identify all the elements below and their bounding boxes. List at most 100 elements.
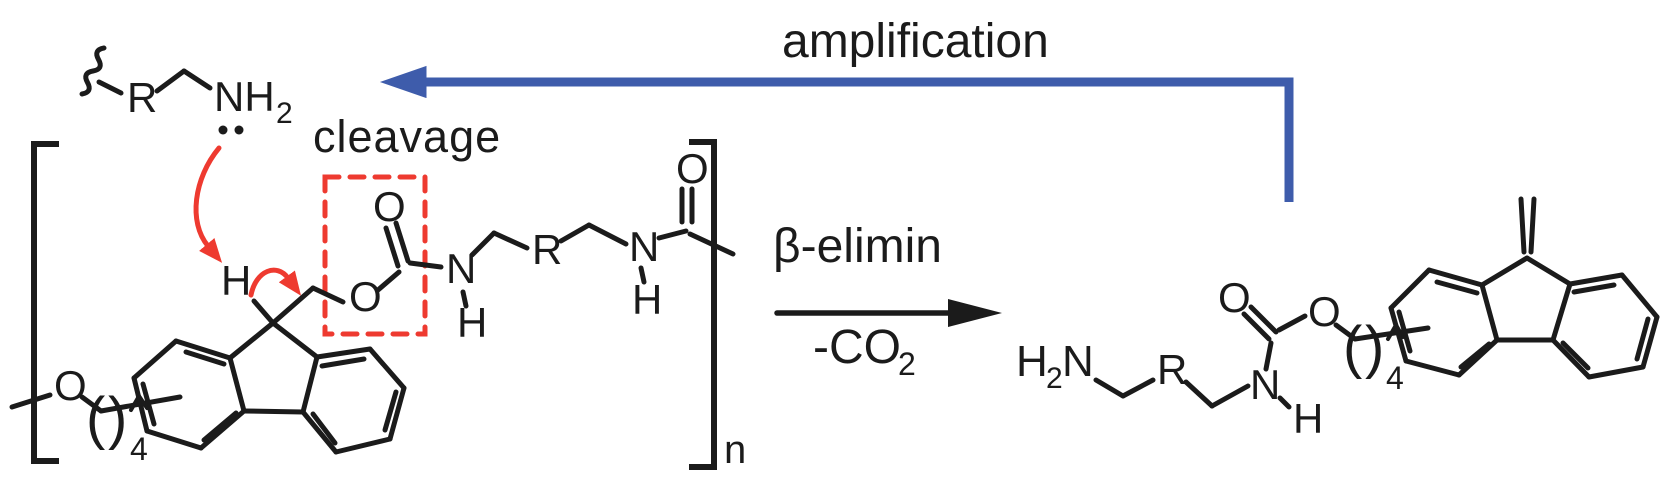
bond	[227, 320, 276, 361]
bond-bracket-crossing	[687, 231, 736, 257]
bond	[367, 346, 407, 391]
reaction-arrowhead	[948, 299, 1002, 327]
backbone-nitrogen-label: N	[629, 223, 659, 270]
bond-n-h	[1277, 395, 1292, 410]
repeat-unit-subscript: n	[724, 428, 746, 472]
backbone-r-label: R	[532, 226, 562, 273]
left-bracket	[31, 141, 59, 464]
bond	[314, 346, 373, 360]
curved-arrow-hydride-shift	[248, 267, 302, 298]
product-carbonyl-oxygen-label: O	[1218, 274, 1251, 321]
bond-c9-ch2	[270, 285, 316, 326]
bond	[1456, 337, 1500, 378]
bond	[79, 394, 104, 414]
bond-n-h	[638, 265, 647, 285]
cleavage-label: cleavage	[313, 111, 501, 162]
amplification-arrow	[379, 65, 1294, 202]
carbonyl-oxygen-label: O	[373, 183, 406, 230]
aromatic-inner-bond	[1634, 316, 1651, 362]
bond-o-c	[375, 269, 402, 293]
aromatic-inner-bond	[1458, 341, 1492, 370]
bond	[1388, 267, 1432, 311]
amine-r-label: R	[127, 74, 157, 121]
attacking-amine	[79, 45, 213, 97]
product-h2n-h-label: H	[1016, 337, 1048, 386]
aromatic-inner-bond	[1434, 279, 1480, 296]
cleavage-annotation	[193, 145, 428, 337]
bond-exocyclic-methylene	[1528, 196, 1537, 255]
bond	[300, 354, 320, 415]
bond	[1619, 272, 1660, 320]
aromatic-inner-bond	[1571, 282, 1617, 295]
terminal-carbonyl-oxygen-label: O	[676, 145, 709, 192]
chain-length-subscript: 4	[130, 431, 148, 467]
co2-subscript: 2	[898, 346, 916, 382]
bond	[131, 338, 179, 381]
product-h2n-n-label: N	[1062, 337, 1094, 386]
product-nh-hydrogen-label: H	[1293, 395, 1323, 442]
bond	[558, 222, 592, 244]
ester-oxygen-label: O	[349, 273, 382, 320]
bond	[469, 230, 497, 258]
aromatic-inner-bond	[319, 356, 367, 369]
product-paren-close: )	[1365, 315, 1384, 380]
aromatic-inner-bond	[183, 349, 227, 367]
right-bracket	[689, 139, 717, 470]
bond-c-double-o	[1241, 311, 1272, 342]
aromatic-inner-bond	[382, 389, 399, 433]
reactant-repeat-unit	[9, 186, 736, 455]
bond	[173, 338, 233, 361]
bond	[154, 68, 187, 94]
bond	[586, 222, 629, 247]
product-structure	[1093, 196, 1660, 410]
bond	[1093, 377, 1126, 399]
bond-n-h	[460, 289, 469, 309]
bond	[491, 230, 530, 251]
amplification-arrow-line	[379, 65, 1294, 202]
product-nitrogen-label: N	[1250, 361, 1280, 408]
bond-c-double-o	[1248, 304, 1279, 335]
bond-n-c	[656, 228, 689, 241]
polymer-squiggle-bond	[79, 45, 107, 97]
bond-ch2-o	[310, 285, 346, 305]
product-paren-open: (	[1343, 315, 1362, 380]
aromatic-inner-bond	[140, 381, 157, 427]
lone-pair-dot	[218, 125, 228, 135]
aromatic-inner-bond	[1396, 309, 1413, 354]
bond	[1479, 282, 1500, 343]
amine-nh2-subscript: 2	[276, 97, 293, 130]
bond	[333, 436, 393, 455]
product-chain-length-subscript: 4	[1386, 360, 1404, 396]
bond	[1209, 383, 1251, 409]
bond	[181, 68, 213, 91]
cleavage-dashed-box	[322, 174, 428, 337]
reaction-condition-label: β-elimin	[773, 220, 942, 273]
bond	[1586, 364, 1646, 380]
carbamate-nitrogen-label: N	[446, 245, 476, 292]
bond	[1524, 255, 1573, 287]
bond	[131, 375, 150, 434]
bond-c-n	[407, 260, 444, 270]
bond	[1426, 267, 1485, 288]
bond	[300, 409, 339, 455]
backbone-nh-hydrogen-label: H	[632, 276, 662, 323]
bond	[96, 79, 124, 96]
bond	[1120, 377, 1156, 399]
product-ester-oxygen-label: O	[1308, 288, 1341, 335]
amine-nh-label: NH	[214, 73, 275, 120]
bond	[1333, 322, 1358, 342]
bond-bracket-crossing	[9, 392, 53, 410]
reaction-arrow	[774, 299, 1002, 327]
bond-n-c	[1263, 340, 1274, 372]
carbamate-nh-hydrogen-label: H	[457, 299, 487, 346]
bond-c-o	[1276, 313, 1308, 333]
bond	[1403, 358, 1462, 378]
aromatic-inner-bond	[201, 410, 239, 443]
bond	[1567, 272, 1625, 287]
bond-exocyclic-methylene	[1518, 196, 1527, 255]
bond	[241, 408, 306, 415]
bond-c-double-o	[393, 220, 411, 264]
chain-paren-close: )	[108, 386, 127, 451]
aromatic-inner-bond	[1560, 340, 1591, 371]
